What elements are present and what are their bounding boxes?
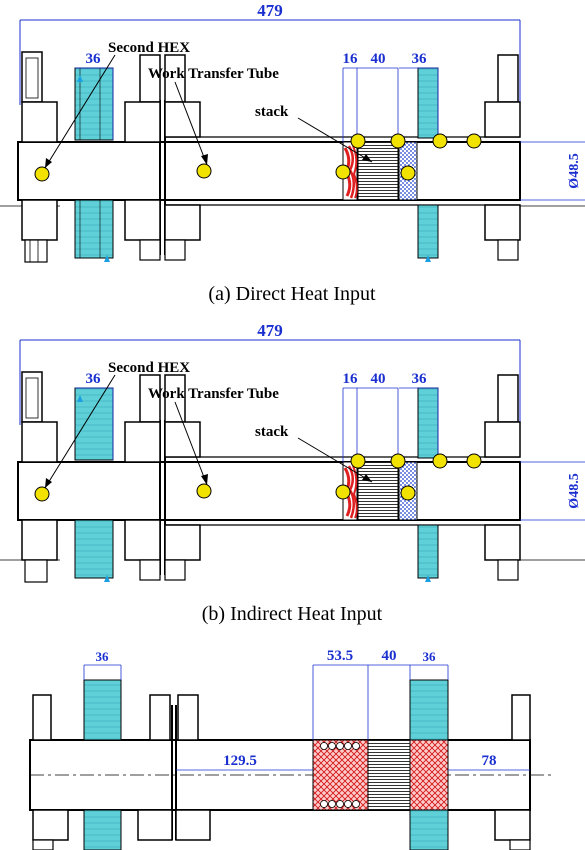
tube-body [17,461,521,521]
annotations: Second HEX Work Transfer Tube stack [44,40,373,169]
hex1-width-label: 36 [96,649,110,664]
diameter-label: Ø48.5 [567,153,582,188]
component-dimensions: 36 16 40 36 Ø48.5 [75,51,585,201]
caption-b: (b) Indirect Heat Input [202,603,383,625]
right-water-jacket [409,679,449,850]
right-flange [484,54,521,261]
second-hex-label: Second HEX [108,360,190,376]
sensor-point [350,133,366,149]
panel-a-direct-heat: 479 [0,1,585,305]
sensors [34,453,482,502]
component-dimensions: 36 16 40 36 Ø48.5 [75,371,585,521]
sensor-point [390,133,406,149]
middle-flanges [124,374,201,581]
hot-hex [409,739,449,811]
overall-length-label: 479 [257,321,283,340]
tube-length-label: 129.5 [223,753,257,769]
panel-c-dimension-view: 36 53.5 40 36 129.5 78 [29,648,555,850]
stack-width-label: 40 [382,648,397,664]
middle-flanges [124,54,201,261]
tube-body [17,141,521,201]
work-transfer-tube-label: Work Transfer Tube [148,66,279,82]
sensor-point [34,166,50,182]
stack [367,739,411,811]
stack-label: stack [255,104,289,120]
sensor-point [34,486,50,502]
hex2-width-label: 36 [423,649,437,664]
heater [312,739,369,811]
stack [357,461,399,521]
hex2-width-label: 36 [412,51,428,67]
caption-a: (a) Direct Heat Input [208,283,376,305]
right-flange [494,694,531,850]
hex2-width-label: 36 [412,371,428,387]
stack-width-label: 40 [371,371,386,387]
overall-length-label: 479 [257,1,283,20]
diameter-label: Ø48.5 [567,473,582,508]
sensor-point [335,164,351,180]
stack-label: stack [255,424,289,440]
second-hex-label: Second HEX [108,40,190,56]
sensor-point [432,133,448,149]
right-length-label: 78 [482,753,497,769]
second-hex [74,67,114,262]
middle-flanges [137,694,211,841]
stack-width-label: 40 [371,51,386,67]
sensor-point [466,453,482,469]
work-transfer-tube-label: Work Transfer Tube [148,386,279,402]
sensor-point [466,133,482,149]
sensor-point [400,165,416,181]
component-dimensions: 36 53.5 40 36 129.5 78 [83,648,530,771]
heater-width-label: 16 [343,51,359,67]
sensors [34,133,482,182]
sensor-point [196,163,212,179]
stack [357,141,399,201]
sensor-point [432,453,448,469]
sensor-point [390,453,406,469]
right-water-jacket [417,387,439,582]
left-flange [32,694,69,850]
second-hex [74,387,114,582]
hex1-width-label: 36 [86,51,102,67]
right-flange [484,374,521,581]
panel-b-indirect-heat: 479 [0,321,585,625]
sensor-point [335,484,351,500]
heater-width-label: 53.5 [327,648,353,664]
left-flange [21,51,58,263]
overall-dimension: 479 [19,321,521,425]
second-hex [83,679,122,850]
sensor-point [350,453,366,469]
overall-dimension: 479 [19,1,521,105]
sensor-point [196,483,212,499]
hex1-width-label: 36 [86,371,102,387]
sensor-point [400,485,416,501]
annotations: Second HEX Work Transfer Tube stack [44,360,373,489]
right-water-jacket [417,67,439,262]
left-flange [21,371,58,583]
heater-width-label: 16 [343,371,359,387]
